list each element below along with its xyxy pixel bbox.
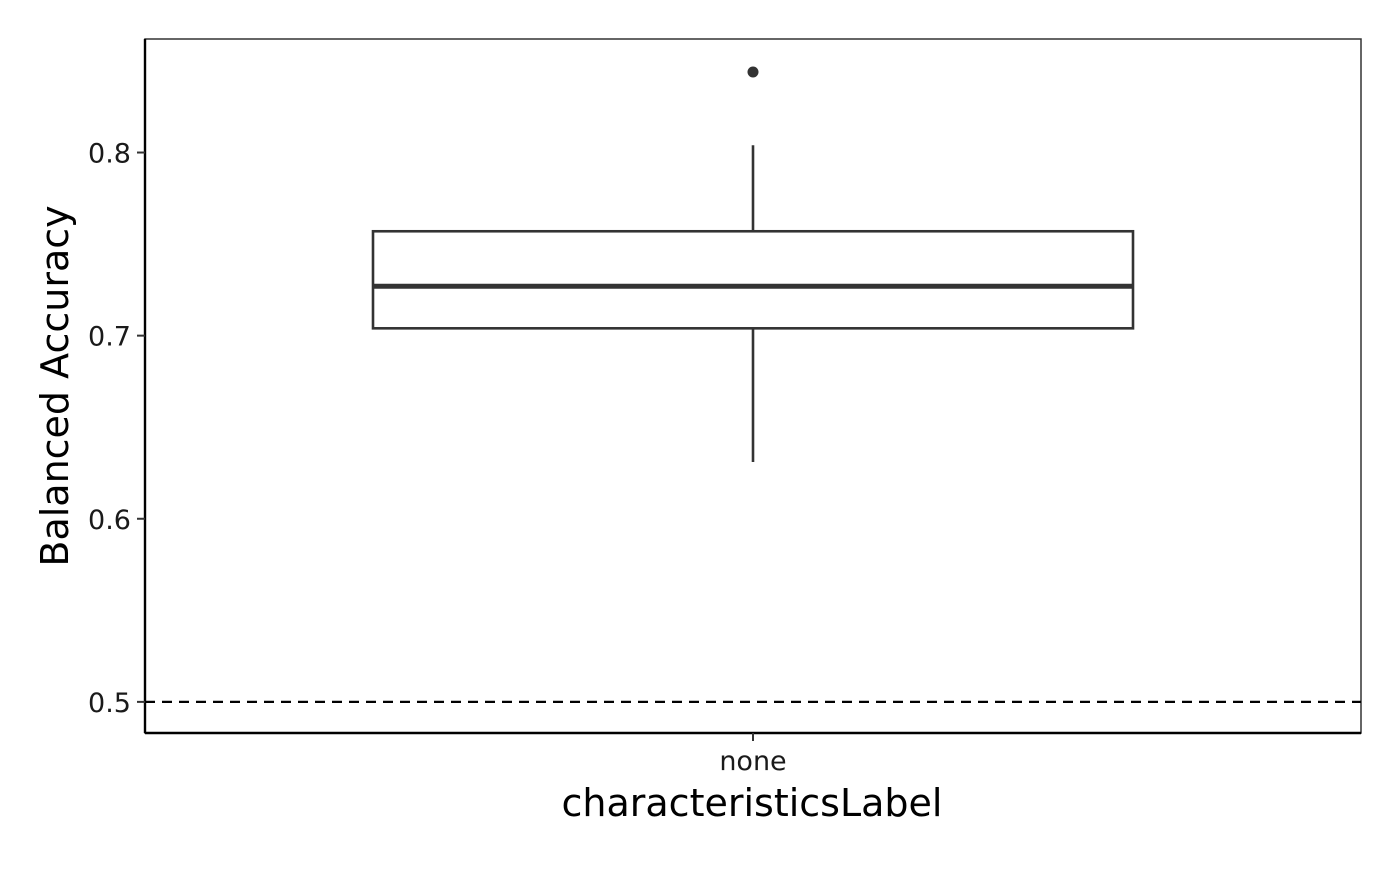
y-tick-label: 0.7 (88, 322, 131, 353)
y-tick-label: 0.6 (88, 505, 131, 536)
x-tick-label: none (719, 746, 786, 777)
x-axis-title: characteristicsLabel (562, 781, 943, 825)
outlier-point (747, 66, 759, 78)
y-axis-title: Balanced Accuracy (33, 205, 77, 566)
y-tick-label: 0.5 (88, 688, 131, 719)
y-tick-label: 0.8 (88, 139, 131, 170)
box-iqr (371, 229, 1135, 330)
plot-area: 0.5 0.6 0.7 0.8 none (88, 38, 1362, 777)
